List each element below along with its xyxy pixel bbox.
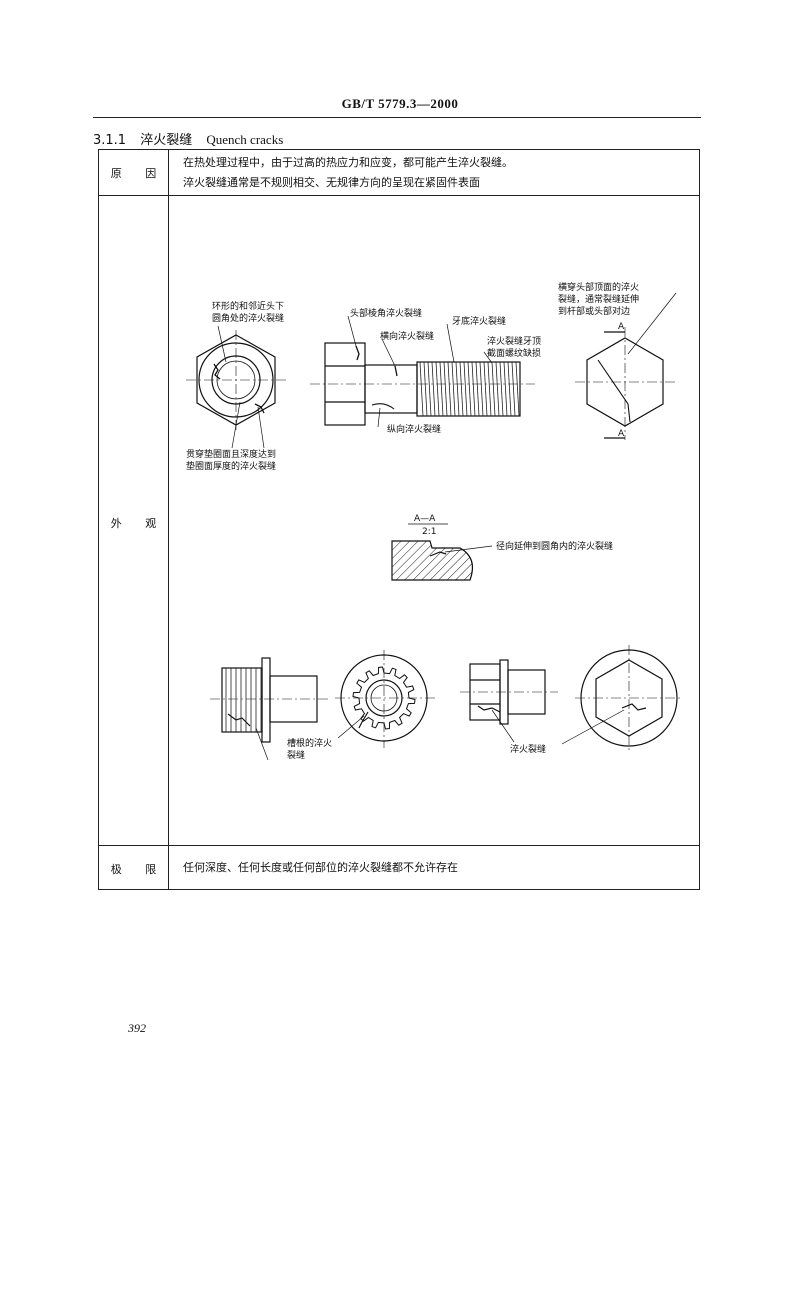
through-crack-label-line2: 垫圈面厚度的淬火裂缝 — [186, 460, 276, 472]
cause-text: 在热处理过程中，由于过高的热应力和应变，都可能产生淬火裂缝。 淬火裂缝通常是不规… — [183, 153, 691, 193]
page-number: 392 — [128, 1021, 146, 1035]
crack-label-flange-side: 淬火裂缝 — [510, 743, 546, 755]
hex-head-top-view — [186, 325, 288, 449]
thread-top-crack-label-line1: 淬火裂缝牙顶 — [487, 335, 541, 347]
section-mark-bottom: A — [618, 429, 625, 439]
section-scale: 2:1 — [422, 527, 436, 537]
hex-flange-head-end-view — [561, 645, 683, 752]
section-heading: 3.1.1 淬火裂缝 Quench cracks — [93, 129, 283, 148]
splined-head-end-view — [335, 650, 435, 748]
section-title-en: Quench cracks — [206, 132, 284, 147]
splined-flange-bolt-side-view — [210, 657, 330, 761]
section-mark-top: A — [618, 322, 625, 332]
table-row-divider-2 — [99, 845, 699, 846]
table-row-divider-1 — [99, 195, 699, 196]
section-title: A—A — [414, 514, 436, 524]
through-crack-label-line1: 贯穿垫圈面且深度达到 — [186, 448, 276, 460]
row-label-appearance: 外 观 — [110, 517, 167, 530]
thread-top-crack-label-line2: 截面螺纹缺损 — [487, 347, 541, 359]
header-rule — [93, 117, 701, 118]
section-a-a-detail — [391, 523, 493, 581]
limit-line-1: 任何深度、任何长度或任何部位的淬火裂缝都不允许存在 — [183, 861, 458, 874]
defect-table: 原 因 在热处理过程中，由于过高的热应力和应变，都可能产生淬火裂缝。 淬火裂缝通… — [98, 149, 700, 890]
across-crack-label-line2: 裂缝，通常裂缝延伸 — [558, 293, 639, 305]
table-column-divider — [168, 150, 169, 889]
row-label-limit: 极 限 — [110, 863, 167, 876]
standard-header: GB/T 5779.3—2000 — [341, 96, 459, 111]
groove-crack-label-line2: 裂缝 — [287, 749, 305, 761]
ring-crack-label-line1: 环形的和邻近头下 — [212, 300, 284, 312]
cause-line-2: 淬火裂缝通常是不规则相交、无规律方向的呈现在紧固件表面 — [183, 176, 480, 189]
head-corner-crack-label: 头部棱角淬火裂缝 — [350, 307, 422, 319]
longitudinal-crack-label: 纵向淬火裂缝 — [387, 423, 441, 435]
spline-teeth — [352, 666, 416, 730]
row-label-cause: 原 因 — [110, 167, 167, 180]
ring-crack-label-line2: 圆角处的淬火裂缝 — [212, 312, 284, 324]
hex-flange-bolt-side-view — [460, 659, 558, 743]
cause-line-1: 在热处理过程中，由于过高的热应力和应变，都可能产生淬火裂缝。 — [183, 156, 513, 169]
across-crack-label-line1: 横穿头部顶面的淬火 — [558, 281, 639, 293]
transverse-crack-label: 横向淬火裂缝 — [380, 330, 434, 342]
section-number: 3.1.1 — [93, 133, 127, 148]
spline-lines — [225, 668, 262, 732]
thread-root-crack-label: 牙底淬火裂缝 — [452, 315, 506, 327]
bolt-thread-lines — [419, 361, 520, 417]
groove-crack-label-line1: 槽根的淬火 — [287, 737, 332, 749]
across-crack-label-line3: 到杆部或头部对边 — [558, 305, 630, 317]
hex-head-section-view — [575, 292, 677, 440]
limit-text: 任何深度、任何长度或任何部位的淬火裂缝都不允许存在 — [183, 858, 691, 878]
radial-crack-label: 径向延伸到圆角内的淬火裂缝 — [496, 540, 613, 552]
bolt-side-view — [310, 315, 535, 428]
section-title-zh: 淬火裂缝 — [140, 133, 193, 148]
